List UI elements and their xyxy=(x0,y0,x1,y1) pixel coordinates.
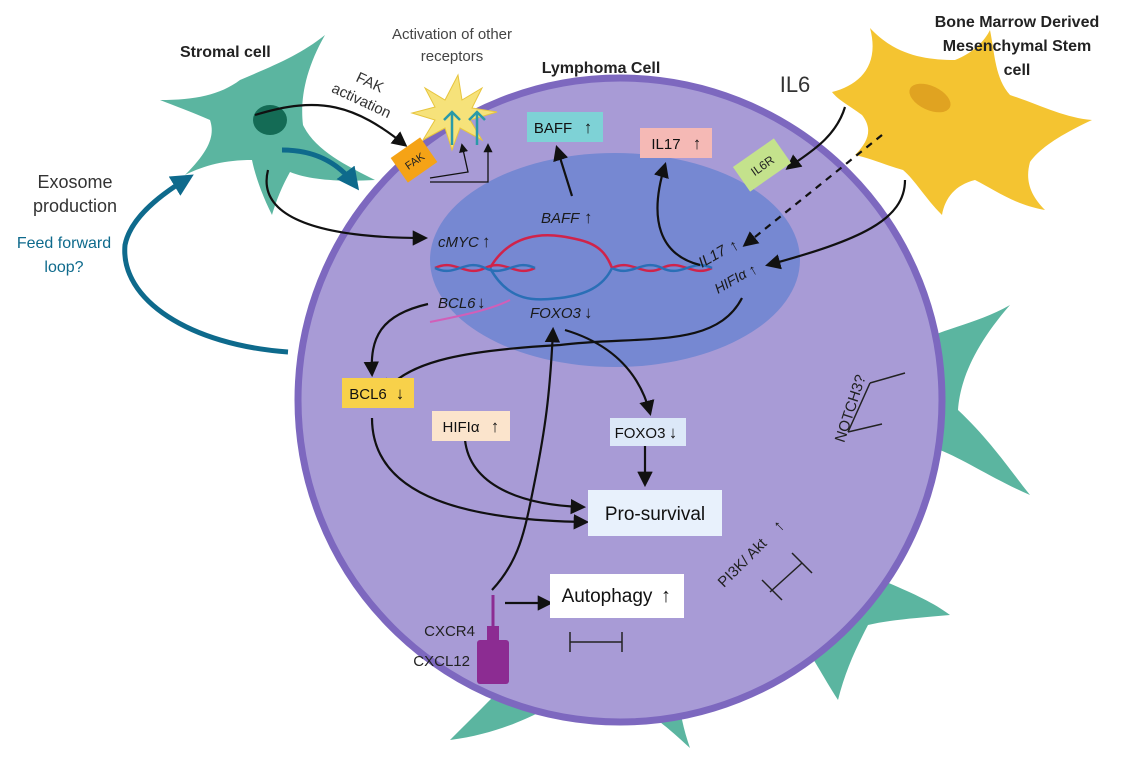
gene-baff-arrow: ↑ xyxy=(584,208,593,227)
autophagy-arrow: ↑ xyxy=(661,585,671,607)
il17-box xyxy=(640,128,712,158)
fak-to-receptors-lines xyxy=(429,143,493,183)
gene-bcl6-arrow: ↓ xyxy=(477,293,486,312)
fak-box xyxy=(390,137,438,183)
activation-other-line2: receptors xyxy=(421,48,484,65)
bottom-cell-inhibition xyxy=(569,632,623,652)
il17-box-arrow: ↑ xyxy=(693,134,702,153)
feed-forward-line2: loop? xyxy=(44,259,83,276)
autophagy-label: Autophagy xyxy=(562,586,653,607)
lymphoma-cell-label: Lymphoma Cell xyxy=(542,60,661,77)
pro-survival-box xyxy=(588,490,722,536)
exosome-line1: Exosome xyxy=(37,172,112,192)
gene-baff: BAFF xyxy=(541,210,580,227)
bmmsc-line2: Mesenchymal Stem xyxy=(943,38,1092,55)
cxcr4-receptor xyxy=(477,595,509,684)
activation-other-line1: Activation of other xyxy=(392,26,512,43)
il6r-box-group: IL6R xyxy=(732,138,792,192)
bmmsc-line3: cell xyxy=(1004,62,1031,79)
cxcr4-label: CXCR4 xyxy=(424,623,475,640)
gene-cmyc: cMYC xyxy=(438,234,479,251)
fak-box-group: FAK xyxy=(390,137,438,183)
bcl6-box-arrow: ↓ xyxy=(396,384,405,403)
il6-label: IL6 xyxy=(780,72,811,97)
hif1a-box-arrow: ↑ xyxy=(491,417,500,436)
foxo3-box xyxy=(610,418,686,446)
baff-box-arrow: ↑ xyxy=(584,118,593,137)
cxcl12-label: CXCL12 xyxy=(413,653,470,670)
stromal-cell-label: Stromal cell xyxy=(180,44,271,61)
bcl6-box-label: BCL6 xyxy=(349,386,387,403)
il17-box-label: IL17 xyxy=(651,136,680,153)
signal-arrows xyxy=(254,103,907,611)
gene-foxo3: FOXO3 xyxy=(530,305,582,322)
baff-box xyxy=(527,112,603,142)
pro-survival-label: Pro-survival xyxy=(605,504,705,525)
hif1a-box xyxy=(432,411,510,441)
autophagy-box xyxy=(550,574,684,618)
gene-foxo3-arrow: ↓ xyxy=(584,303,593,322)
baff-box-label: BAFF xyxy=(534,120,572,137)
bmmsc-line1: Bone Marrow Derived xyxy=(935,14,1099,31)
foxo3-box-label: FOXO3 xyxy=(615,425,666,442)
receptor-starburst xyxy=(410,73,498,152)
exosome-line2: production xyxy=(33,196,117,216)
notch3-inhibition xyxy=(847,372,906,433)
foxo3-box-arrow: ↓ xyxy=(669,423,678,442)
dna-helix xyxy=(429,234,713,323)
il6r-box xyxy=(732,138,792,192)
exosome-arrows xyxy=(122,147,360,355)
bcl6-box xyxy=(342,378,414,408)
bone-marrow-msc xyxy=(832,28,1092,215)
nucleus xyxy=(430,153,800,367)
feed-forward-line1: Feed forward xyxy=(17,235,111,252)
gene-bcl6: BCL6 xyxy=(438,295,476,312)
hif1a-box-label: HIFIα xyxy=(442,419,479,436)
gene-cmyc-arrow: ↑ xyxy=(482,232,491,251)
pi3k-inhibition xyxy=(761,552,813,601)
